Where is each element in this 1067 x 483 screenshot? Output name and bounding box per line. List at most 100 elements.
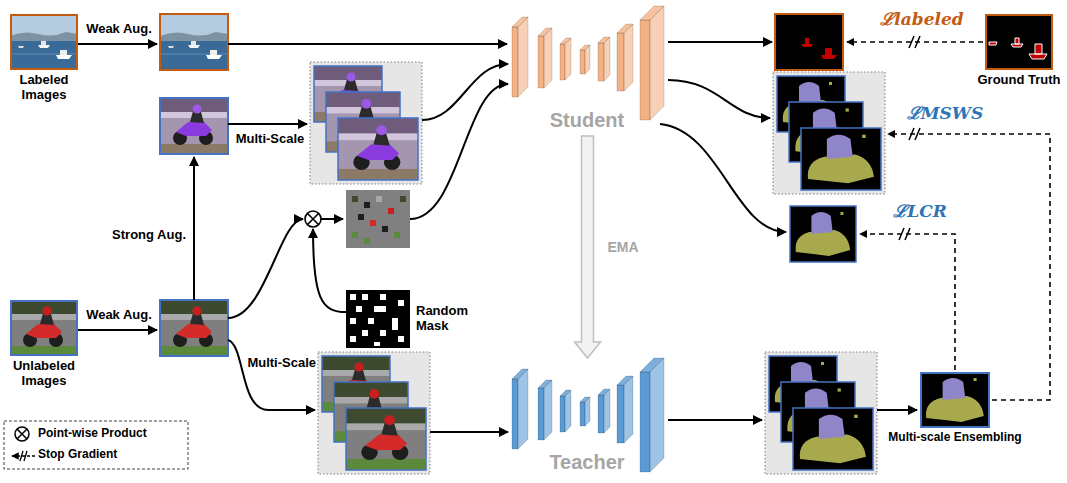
flow-arrow-part bbox=[321, 218, 343, 220]
mask-node: Random Mask bbox=[346, 290, 410, 348]
masked-image bbox=[346, 190, 410, 248]
step-label: Strong Aug. bbox=[100, 228, 186, 243]
image-stack-part bbox=[318, 352, 430, 474]
product-symbol-part bbox=[305, 211, 321, 227]
random-mask-part bbox=[346, 290, 410, 348]
flow-arrow-part bbox=[193, 157, 195, 300]
node-text: Multi-scale Ensembling bbox=[870, 431, 1040, 445]
masked-image-part bbox=[358, 214, 364, 220]
masked-image-part bbox=[352, 232, 358, 238]
image-node: Multi-scale Ensembling bbox=[920, 372, 990, 428]
image-stack-part bbox=[346, 408, 426, 470]
image-stack-part bbox=[338, 118, 418, 180]
flow-arrow-part bbox=[228, 43, 507, 45]
random-mask-part bbox=[350, 318, 356, 324]
masked-image-part bbox=[382, 226, 388, 232]
output-images-part bbox=[801, 128, 881, 190]
legend-box-part bbox=[4, 421, 188, 469]
input-images bbox=[10, 14, 228, 356]
random-mask-part bbox=[374, 306, 386, 312]
flow-arrow-part bbox=[228, 219, 303, 318]
input-images-part bbox=[10, 14, 78, 70]
input-images-part bbox=[160, 300, 228, 356]
output-images-part bbox=[790, 206, 856, 262]
image-node: Ground Truth bbox=[985, 14, 1053, 70]
node-text: Ground Truth bbox=[973, 73, 1065, 88]
random-mask-part bbox=[398, 336, 404, 342]
flow-arrow-part bbox=[422, 64, 508, 120]
flow-arrow-part bbox=[78, 329, 157, 331]
masked-image-part bbox=[388, 208, 394, 214]
input-images-part bbox=[160, 98, 228, 154]
flow-arrow bbox=[78, 42, 917, 432]
node-text: Random Mask bbox=[416, 304, 478, 334]
product-symbol-part bbox=[308, 214, 319, 225]
flow-arrow-part bbox=[668, 80, 770, 118]
masked-image-part bbox=[346, 190, 410, 248]
random-mask-part bbox=[362, 294, 368, 300]
output-images-part bbox=[801, 128, 881, 190]
masked-image-part bbox=[364, 238, 370, 244]
output-images-part bbox=[773, 72, 885, 194]
random-mask-part bbox=[380, 330, 386, 336]
output-images-part bbox=[985, 14, 1053, 70]
flow-arrow-part bbox=[430, 431, 508, 433]
masked-image-part bbox=[376, 196, 382, 202]
random-mask-part bbox=[392, 318, 398, 330]
random-mask-part bbox=[356, 306, 362, 312]
input-images-part bbox=[10, 300, 78, 356]
stop-gradient-arrow bbox=[847, 42, 1050, 400]
output-images-part bbox=[793, 408, 873, 470]
random-mask-part bbox=[368, 318, 374, 324]
image-stack-part bbox=[338, 118, 418, 180]
output-images-part bbox=[775, 14, 843, 70]
flow-arrow-part bbox=[313, 229, 346, 312]
random-mask-part bbox=[350, 294, 356, 300]
stop-gradient-arrow-part bbox=[860, 234, 955, 370]
step-label: Weak Aug. bbox=[80, 308, 158, 323]
output-images-part bbox=[765, 352, 877, 474]
loss-label: ℒMSWS bbox=[895, 104, 995, 124]
legend-box-part bbox=[20, 451, 27, 461]
loss-label: ℒlabeled bbox=[872, 10, 972, 30]
node-text: Labeled Images bbox=[4, 73, 84, 103]
flow-arrow-part bbox=[228, 123, 307, 125]
step-label: Multi-Scale bbox=[230, 132, 310, 147]
network-node: Teacher bbox=[505, 358, 670, 478]
node-text: Unlabeled Images bbox=[2, 359, 86, 389]
node-text: Student bbox=[517, 109, 657, 132]
step-label: Multi-Scale bbox=[236, 356, 316, 371]
masked-image-part bbox=[370, 220, 376, 226]
legend-box-part bbox=[12, 455, 35, 457]
output-images-part bbox=[775, 14, 843, 70]
legend-text: Stop Gradient bbox=[38, 448, 117, 462]
flow-arrow-part bbox=[228, 340, 315, 410]
stop-gradient-arrow-part bbox=[847, 41, 983, 43]
random-mask-part bbox=[374, 342, 380, 346]
loss-label: ℒLCR bbox=[880, 202, 960, 222]
output-images-part bbox=[790, 206, 856, 262]
flow-arrow-part bbox=[410, 84, 508, 219]
stop-gradient-mark-part bbox=[899, 228, 910, 240]
random-mask-part bbox=[362, 330, 368, 336]
legend-box-part bbox=[15, 427, 29, 441]
image-node: Unlabeled Images bbox=[10, 300, 78, 356]
image-node: Labeled Images bbox=[10, 14, 78, 70]
flow-arrow-part bbox=[668, 419, 762, 421]
flow-arrow-part bbox=[668, 41, 772, 43]
legend-box bbox=[4, 421, 188, 469]
masked-image-part bbox=[364, 202, 370, 208]
student-network bbox=[512, 6, 664, 120]
edge-label: EMA bbox=[608, 239, 639, 255]
image-stack bbox=[310, 62, 422, 184]
masked-image-part bbox=[400, 196, 406, 202]
image-stack-part bbox=[346, 408, 426, 470]
random-mask-part bbox=[380, 294, 386, 300]
legend-box-part bbox=[17, 429, 27, 439]
input-images-part bbox=[160, 98, 228, 154]
stop-gradient-mark-part bbox=[909, 36, 920, 48]
output-images-part bbox=[920, 372, 990, 428]
random-mask-part bbox=[350, 336, 356, 342]
ema-arrow bbox=[575, 136, 601, 358]
